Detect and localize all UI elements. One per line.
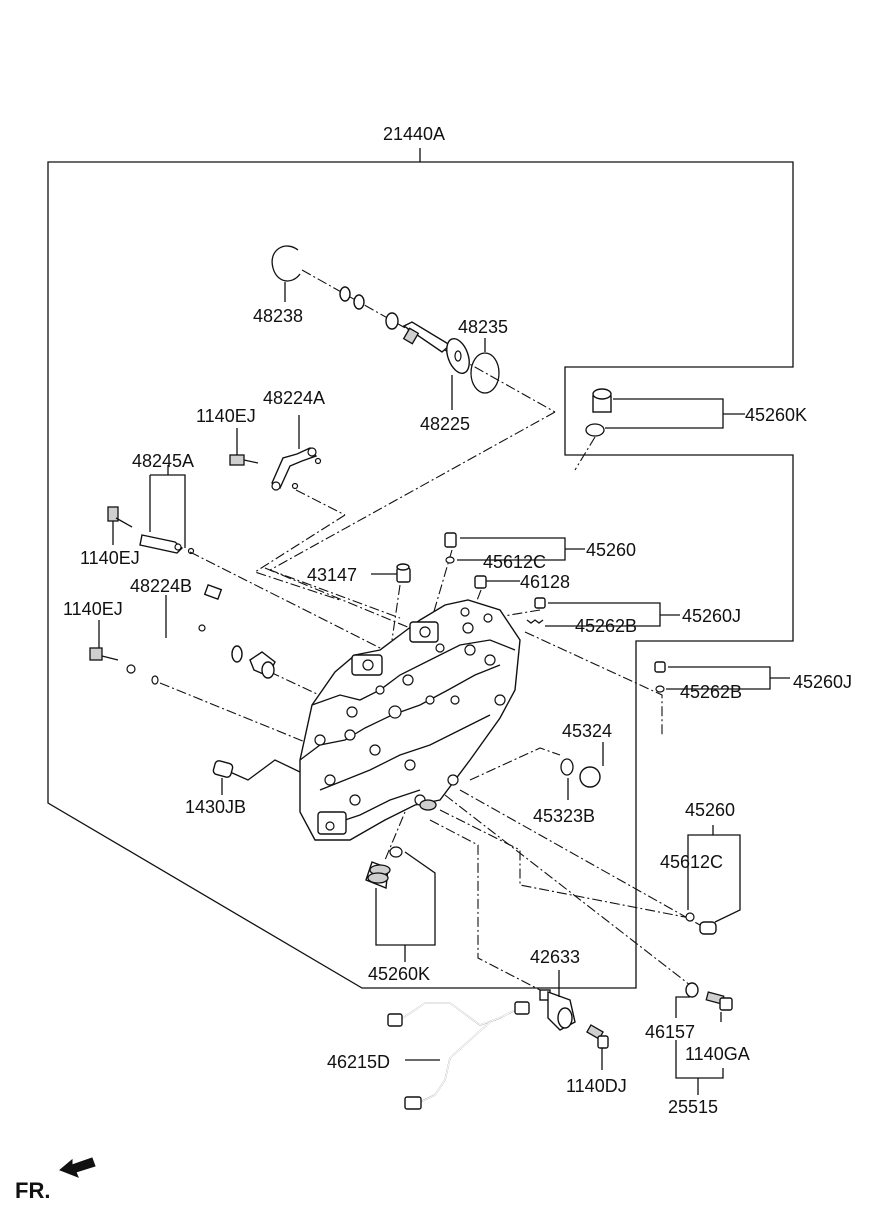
plug-45260k-bottom — [365, 799, 437, 962]
snap-ring-48238 — [271, 245, 301, 302]
label-piston[interactable]: 48225 — [420, 414, 470, 434]
plug-45260j-2 — [654, 661, 790, 693]
pipe-48245a — [139, 465, 195, 555]
valve-body — [299, 599, 521, 841]
label-direction: FR. — [15, 1178, 50, 1203]
label-plug-45260-b[interactable]: 45260 — [685, 800, 735, 820]
dash-leaders — [159, 411, 701, 991]
plug-k-line — [574, 436, 596, 471]
piston-48225 — [402, 321, 470, 410]
sleeve-and-solenoid — [231, 645, 276, 679]
label-cap-43147[interactable]: 43147 — [307, 565, 357, 585]
label-plug-j2-sub[interactable]: 45262B — [680, 682, 742, 702]
label-sensor-bolt[interactable]: 1140GA — [685, 1044, 750, 1064]
seal-ring-a — [339, 286, 351, 302]
bolt-1140ej-left1 — [107, 506, 133, 545]
oring-pipe-b — [151, 675, 159, 685]
seal-ring-c — [385, 312, 399, 330]
label-plug-k-bottom[interactable]: 45260K — [368, 964, 430, 984]
plug-45260k-top — [585, 388, 745, 437]
label-bolt-left1[interactable]: 1140EJ — [80, 548, 140, 568]
label-sensor[interactable]: 42633 — [530, 947, 580, 967]
bolt-1140dj — [586, 1024, 609, 1070]
front-direction-arrow — [59, 1157, 96, 1178]
label-plug-k-top[interactable]: 45260K — [745, 405, 807, 425]
seal-ring-48235 — [470, 338, 500, 394]
label-harness[interactable]: 46215D — [327, 1052, 390, 1072]
assembly-boundary — [47, 161, 794, 989]
plug-45260-main — [444, 532, 585, 564]
label-assembly[interactable]: 21440A — [383, 124, 445, 144]
label-bolt-left2[interactable]: 1140EJ — [63, 599, 123, 619]
bolt-1140ej-left2 — [89, 620, 119, 661]
plug-46128 — [474, 575, 520, 589]
label-plug-j1[interactable]: 45260J — [682, 606, 741, 626]
sensor-25515 — [675, 982, 733, 1095]
plug-45324-group — [560, 742, 604, 800]
label-plug-45324[interactable]: 45324 — [562, 721, 612, 741]
label-sensor-assy[interactable]: 25515 — [668, 1097, 718, 1117]
seal-ring-b — [353, 294, 365, 310]
bracket-a-line — [295, 489, 346, 516]
label-sleeve-1430jb[interactable]: 1430JB — [185, 797, 246, 817]
label-bolt-sensor[interactable]: 1140DJ — [566, 1076, 627, 1096]
label-plug-main[interactable]: 45260 — [586, 540, 636, 560]
label-pipe-a[interactable]: 48245A — [132, 451, 194, 471]
sleeve-1430jb — [212, 760, 234, 795]
cap-43147 — [371, 563, 411, 583]
pipe-48224b — [126, 584, 223, 674]
plug-45260-b — [685, 825, 741, 935]
label-bracket-a[interactable]: 48224A — [263, 388, 325, 408]
label-plug-j2[interactable]: 45260J — [793, 672, 852, 692]
label-sensor-oring[interactable]: 46157 — [645, 1022, 695, 1042]
label-bolt-top[interactable]: 1140EJ — [196, 406, 256, 426]
label-oring-45323b[interactable]: 45323B — [533, 806, 595, 826]
label-plug-j1-sub[interactable]: 45262B — [575, 616, 637, 636]
label-plug-46128[interactable]: 46128 — [520, 572, 570, 592]
bracket-48224a — [271, 415, 322, 491]
bolt-1140ej-top — [229, 428, 259, 466]
label-snap-ring[interactable]: 48238 — [253, 306, 303, 326]
plug-45260j-1 — [526, 597, 680, 627]
label-oring-main[interactable]: 45612C — [483, 552, 546, 572]
label-seal-ring[interactable]: 48235 — [458, 317, 508, 337]
label-pipe-b[interactable]: 48224B — [130, 576, 192, 596]
wire-harness-46215d — [387, 1001, 530, 1110]
speed-sensor-42633 — [539, 970, 576, 1031]
label-oring-45612c-b[interactable]: 45612C — [660, 852, 723, 872]
